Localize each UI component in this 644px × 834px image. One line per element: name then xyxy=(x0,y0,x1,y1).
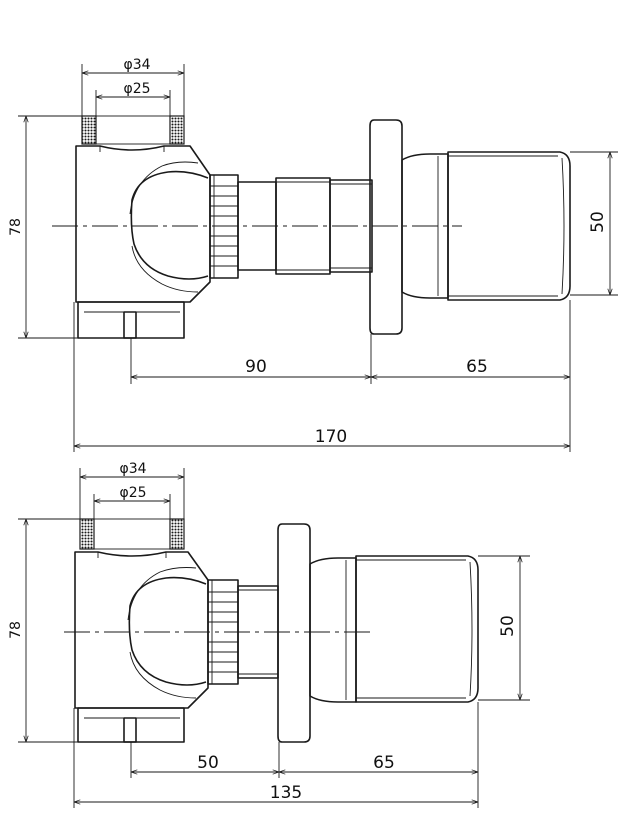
dimensions: φ34 φ25 78 50 90 65 170 xyxy=(8,57,618,452)
trim-handle xyxy=(369,119,571,335)
dim-overall: 170 xyxy=(315,427,347,447)
view-top: φ34 φ25 78 50 90 65 170 xyxy=(8,57,618,452)
dim-diameter-outer: φ34 xyxy=(123,57,150,73)
dim-height: 78 xyxy=(8,218,24,236)
dim-body-to-flange: 50 xyxy=(197,753,219,773)
dim-handle: 50 xyxy=(498,615,518,637)
view-bottom: φ34 φ25 78 50 50 65 135 xyxy=(8,461,530,808)
dim-flange-to-end: 65 xyxy=(466,357,488,377)
dim-handle: 50 xyxy=(588,211,608,233)
dim-overall: 135 xyxy=(270,783,302,803)
trim-handle xyxy=(277,523,479,743)
valve-body xyxy=(74,518,209,743)
dim-diameter-inner: φ25 xyxy=(119,485,146,501)
dim-body-to-flange: 90 xyxy=(245,357,267,377)
spindle-assembly xyxy=(209,174,373,279)
dimensions: φ34 φ25 78 50 50 65 135 xyxy=(8,461,530,808)
dim-diameter-inner: φ25 xyxy=(123,81,150,97)
dim-height: 78 xyxy=(8,621,24,639)
valve-body xyxy=(75,115,211,339)
thread-right xyxy=(169,518,185,550)
dim-diameter-outer: φ34 xyxy=(119,461,146,477)
dim-flange-to-end: 65 xyxy=(373,753,395,773)
thread-left xyxy=(81,115,97,145)
thread-left xyxy=(79,518,95,550)
thread-right xyxy=(169,115,185,145)
